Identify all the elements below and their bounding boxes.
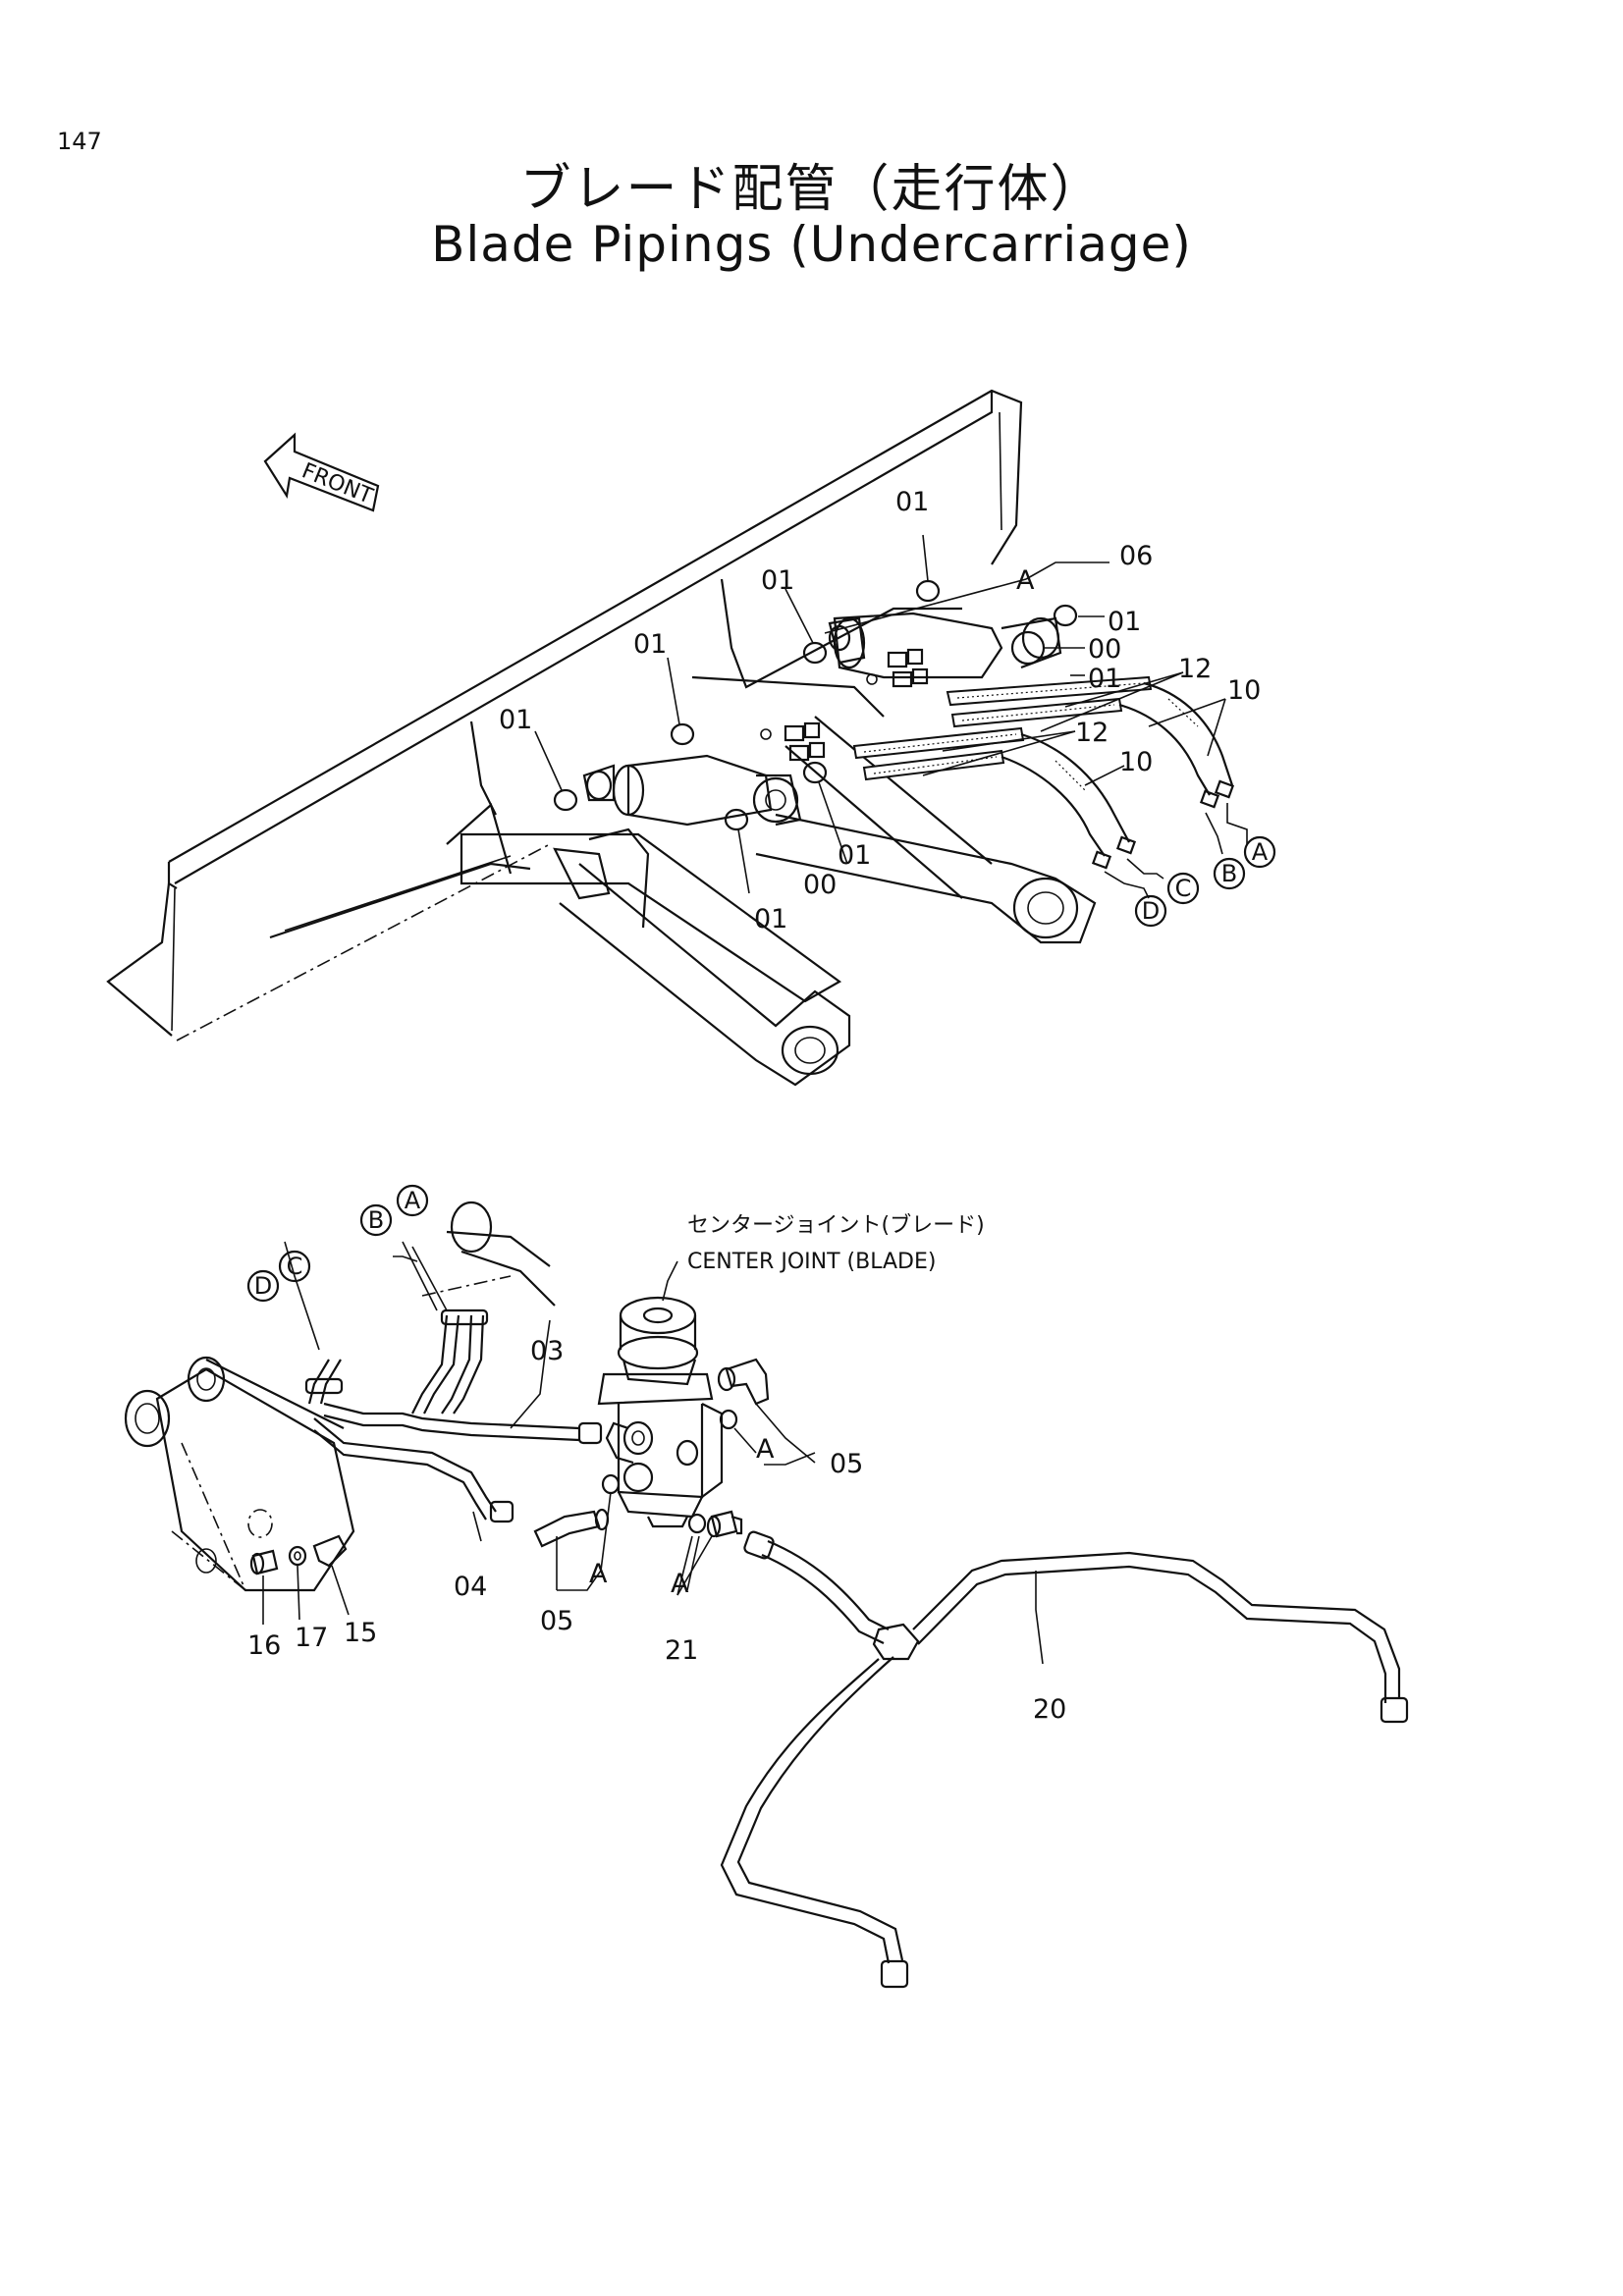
lift-cylinder-left	[582, 754, 802, 827]
bolt-16	[249, 1549, 279, 1575]
svg-text:B: B	[1221, 860, 1237, 887]
center-joint	[597, 1296, 724, 1528]
svg-text:C: C	[287, 1253, 303, 1280]
upper-assembly: FRONT	[106, 389, 1276, 1087]
svg-text:A: A	[1252, 838, 1269, 866]
circle-marker-D: D	[246, 1269, 280, 1303]
label-A: A	[671, 1569, 689, 1599]
cylinder-lower-right	[755, 813, 1097, 944]
svg-text:C: C	[1175, 875, 1192, 902]
lower-assembly: A B C D センタージョイント(ブレード) CENTER JOINT (BL…	[124, 1184, 1409, 1989]
circle-marker-C: C	[1166, 872, 1200, 905]
pipe-20	[720, 1530, 1409, 1989]
svg-text:D: D	[254, 1272, 272, 1300]
label-04: 04	[454, 1572, 487, 1602]
label-05: 05	[830, 1449, 863, 1479]
circle-marker-D: D	[1134, 894, 1167, 928]
lower-leader-lines	[262, 1260, 1044, 1665]
label-15: 15	[344, 1618, 377, 1648]
label-12: 12	[1178, 654, 1212, 684]
svg-text:A: A	[405, 1187, 421, 1214]
label-12: 12	[1075, 718, 1109, 748]
label-16: 16	[247, 1630, 281, 1661]
hoses-12	[852, 675, 1153, 781]
label-17: 17	[295, 1623, 328, 1653]
label-01: 01	[754, 904, 787, 934]
label-A: A	[1016, 565, 1035, 596]
label-01: 01	[633, 629, 667, 660]
adapter-21	[706, 1510, 743, 1538]
o-ring	[719, 1409, 738, 1430]
track-frame-bracket	[124, 1201, 556, 1592]
label-10: 10	[1227, 675, 1261, 706]
label-A: A	[756, 1434, 775, 1465]
pipe-04	[313, 1417, 514, 1523]
label-00: 00	[803, 870, 837, 900]
label-00: 00	[1088, 634, 1121, 665]
label-01: 01	[1108, 607, 1141, 637]
center-joint-label-en: CENTER JOINT (BLADE)	[687, 1250, 936, 1274]
title-japanese: ブレード配管（走行体）	[519, 160, 1104, 219]
o-ring	[687, 1513, 707, 1534]
pipes-upper-pair	[284, 1241, 489, 1415]
fittings-cluster	[760, 648, 929, 762]
label-01: 01	[1088, 664, 1121, 694]
washer-17	[288, 1545, 307, 1567]
o-ring	[601, 1473, 621, 1495]
label-20: 20	[1033, 1694, 1066, 1725]
page-number: 147	[57, 128, 102, 155]
label-01: 01	[499, 705, 532, 735]
label-06: 06	[1119, 541, 1153, 571]
title-english: Blade Pipings (Undercarriage)	[431, 216, 1192, 273]
cylinder-lower-left	[559, 863, 851, 1087]
label-21: 21	[665, 1635, 698, 1666]
circle-marker-A: A	[396, 1184, 429, 1217]
circle-marker-B: B	[359, 1203, 393, 1237]
label-01: 01	[895, 487, 929, 517]
label-01: 01	[838, 840, 871, 871]
clamp-15	[312, 1534, 348, 1568]
svg-text:D: D	[1142, 897, 1160, 925]
circle-marker-A: A	[1243, 835, 1276, 869]
circle-marker-B: B	[1213, 857, 1246, 890]
lift-cylinder-right	[828, 612, 1062, 679]
pipe-03	[323, 1402, 603, 1445]
label-03: 03	[530, 1336, 564, 1366]
dozer-blade	[106, 389, 1023, 1041]
hoses-10	[1001, 681, 1235, 870]
label-01: 01	[761, 565, 794, 596]
upper-leader-lines	[534, 534, 1248, 899]
label-05: 05	[540, 1606, 573, 1636]
label-A: A	[589, 1559, 608, 1589]
elbow-05-left	[533, 1508, 610, 1548]
front-label: FRONT	[298, 458, 377, 509]
center-joint-label-jp: センタージョイント(ブレード)	[687, 1213, 985, 1238]
elbow-05-right	[717, 1358, 770, 1406]
label-10: 10	[1119, 747, 1153, 777]
front-arrow-icon: FRONT	[263, 432, 380, 512]
svg-text:B: B	[368, 1206, 384, 1234]
circle-marker-C: C	[278, 1250, 311, 1283]
